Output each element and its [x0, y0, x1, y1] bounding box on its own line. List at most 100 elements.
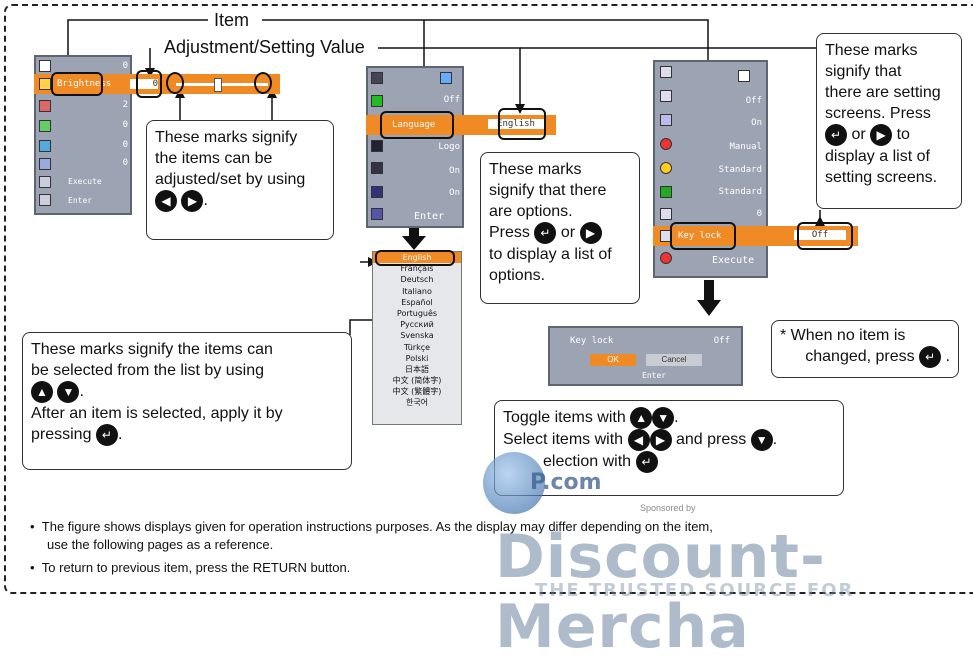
item-label: Item [212, 10, 252, 31]
list-item: Türkçe [403, 342, 431, 352]
logo-icon [371, 162, 383, 174]
right-button-icon: ▶ [870, 124, 893, 146]
list-item: Español [401, 297, 433, 307]
contrast-icon [39, 60, 51, 72]
memory-icon [39, 176, 51, 188]
value: 0 [122, 120, 128, 130]
power-icon [660, 138, 672, 150]
value: 0 [122, 158, 128, 168]
language-label: Language [392, 120, 436, 130]
list-item: 中文 (简体字) [392, 376, 442, 386]
reset-icon [39, 194, 51, 206]
value-highlight [797, 222, 853, 250]
right-button-icon: ▶ [579, 222, 602, 244]
memory-icon [371, 186, 383, 198]
item-highlight [670, 222, 736, 250]
value: Standard [718, 165, 762, 175]
up-button-icon: ▲ [630, 407, 653, 429]
watermark-globe [483, 452, 545, 514]
keylock-dialog: Key lock Off OK Cancel Enter [548, 326, 743, 386]
remote-icon [660, 208, 672, 220]
language-value: English [488, 119, 544, 129]
auto-icon [660, 114, 672, 126]
right-mark-highlight [254, 72, 272, 94]
list-highlight [375, 250, 455, 266]
toggle-callout: Toggle items with ▲▼. Select items with … [494, 400, 844, 496]
enter-label: Enter [642, 371, 667, 380]
value: Logo [438, 142, 460, 152]
list-item: Svenska [400, 331, 434, 341]
execute-label: Execute [712, 255, 755, 266]
item-highlight [51, 72, 103, 96]
setting-screens-callout: These marks signify that there are setti… [816, 33, 962, 209]
list-item: 日本語 [405, 364, 429, 374]
setting-icon [660, 66, 672, 78]
adjustment-label: Adjustment/Setting Value [162, 37, 367, 58]
value: Manual [729, 142, 762, 152]
value: 2 [122, 100, 128, 110]
right-button-icon: ▶ [649, 429, 672, 451]
item-highlight [380, 111, 454, 139]
enter-button-icon: ↵ [825, 124, 847, 146]
note-1-cont: use the following pages as a reference. [47, 537, 274, 552]
esc-icon [371, 208, 383, 220]
dialog-label: Key lock [570, 336, 614, 346]
sharpness-icon [39, 140, 51, 152]
watermark-small: THE TRUSTED SOURCE FOR [535, 580, 855, 601]
value: 0 [122, 140, 128, 150]
language-list[interactable]: English Français Deutsch Italiano Españo… [372, 251, 462, 425]
note-1: • The figure shows displays given for op… [30, 519, 713, 534]
screen-icon [738, 70, 750, 82]
up-button-icon: ▲ [31, 381, 53, 403]
monitor-icon [371, 95, 383, 107]
fan-icon [660, 186, 672, 198]
tint-icon [39, 120, 51, 132]
left-button-icon: ◀ [627, 429, 650, 451]
enter-button-icon: ↵ [534, 222, 557, 244]
reset-icon [660, 252, 672, 264]
dialog-value: Off [713, 336, 730, 346]
value-highlight [136, 70, 162, 98]
watermark-site: P.com [530, 470, 602, 495]
down-button-icon: ▼ [57, 381, 80, 403]
enter-label: Enter [68, 196, 93, 205]
right-button-icon: ▶ [181, 190, 204, 212]
down-button-icon: ▼ [750, 429, 773, 451]
enter-button-icon: ↵ [635, 451, 658, 473]
color-icon [39, 100, 51, 112]
keylock-label: Key lock [678, 231, 722, 241]
picture-icon [440, 72, 452, 84]
value: On [449, 166, 460, 176]
left-mark-highlight [166, 72, 184, 94]
list-item: 한국어 [405, 398, 429, 408]
list-item: Deutsch [400, 275, 434, 285]
value: 0 [122, 61, 128, 71]
cancel-button[interactable]: Cancel [646, 354, 702, 366]
note-2: • To return to previous item, press the … [30, 560, 351, 575]
brightness-icon [39, 78, 51, 90]
list-item: Русский [400, 320, 434, 330]
list-item: Português [396, 308, 438, 318]
value-highlight [498, 108, 546, 140]
brightness-slider[interactable] [176, 83, 268, 86]
list-item: Français [400, 264, 434, 274]
watermark-sponsor: Sponsored by [640, 503, 696, 513]
list-item: Polski [405, 353, 429, 363]
value: Off [745, 96, 762, 106]
input-icon [660, 90, 672, 102]
value: On [449, 188, 460, 198]
enter-button-icon: ↵ [919, 346, 942, 368]
enter-label: Enter [414, 211, 445, 222]
ok-button[interactable]: OK [590, 354, 636, 366]
list-item: Italiano [402, 286, 432, 296]
no-item-callout: * When no item is changed, press ↵ . [771, 320, 959, 378]
screen-icon [371, 72, 383, 84]
slider-thumb[interactable] [214, 78, 222, 92]
brightness-value: 0 [130, 79, 158, 89]
off-icon [371, 140, 383, 152]
options-callout: These marks signify that there are optio… [480, 152, 640, 304]
value: Off [443, 95, 460, 105]
value: On [751, 118, 762, 128]
value: Standard [718, 187, 762, 197]
left-button-icon: ◀ [155, 190, 177, 212]
